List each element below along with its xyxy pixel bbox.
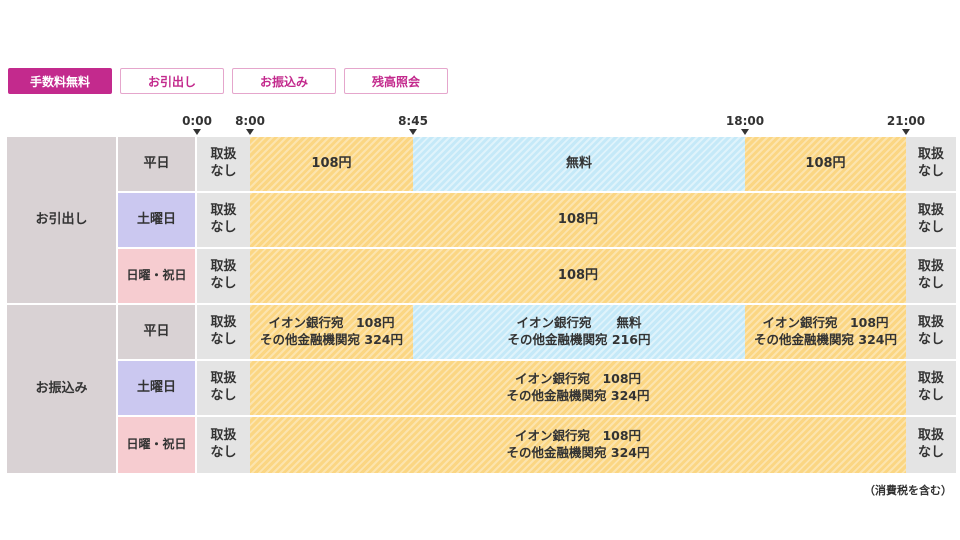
day-weekday-transfer: 平日	[118, 305, 197, 361]
time-marker-0800	[246, 129, 254, 135]
transfer-free-cell: イオン銀行宛 無料 その他金融機関宛 216円	[413, 305, 745, 361]
day-saturday-transfer: 土曜日	[118, 361, 197, 417]
other-fee-line: その他金融機関宛 216円	[507, 332, 651, 347]
fee-cell: 108円	[250, 193, 906, 249]
time-marker-2100	[902, 129, 910, 135]
aeon-fee-line: イオン銀行宛 108円	[762, 315, 889, 331]
fee-table: お引出し お振込み 平日 取扱 なし 108円 無料 108円 取扱 なし 土曜…	[7, 137, 956, 473]
fee-cell: 108円	[745, 137, 906, 193]
time-marker-0845	[409, 129, 417, 135]
free-cell: 無料	[413, 137, 745, 193]
aeon-fee-line: イオン銀行宛 108円	[268, 315, 395, 331]
na-cell: 取扱 なし	[197, 193, 250, 249]
time-label-0845: 8:45	[398, 114, 428, 128]
aeon-fee-line: イオン銀行宛 無料	[516, 315, 642, 331]
tax-note: （消費税を含む）	[864, 484, 952, 497]
na-cell: 取扱 なし	[906, 305, 956, 361]
time-marker-0000	[193, 129, 201, 135]
transfer-fee-cell: イオン銀行宛 108円 その他金融機関宛 324円	[250, 305, 413, 361]
fee-cell: 108円	[250, 137, 413, 193]
other-fee-line: その他金融機関宛 324円	[260, 332, 403, 347]
tab-balance[interactable]: 残高照会	[344, 68, 448, 94]
tab-transfer[interactable]: お振込み	[232, 68, 336, 94]
transfer-fee-cell: イオン銀行宛 108円 その他金融機関宛 324円	[250, 417, 906, 473]
day-holiday-withdraw: 日曜・祝日	[118, 249, 197, 305]
na-cell: 取扱 なし	[197, 137, 250, 193]
na-cell: 取扱 なし	[906, 193, 956, 249]
na-cell: 取扱 なし	[197, 249, 250, 305]
day-weekday-withdraw: 平日	[118, 137, 197, 193]
time-marker-1800	[741, 129, 749, 135]
na-cell: 取扱 なし	[906, 361, 956, 417]
na-cell: 取扱 なし	[906, 249, 956, 305]
na-cell: 取扱 なし	[906, 417, 956, 473]
na-cell: 取扱 なし	[906, 137, 956, 193]
na-cell: 取扱 なし	[197, 361, 250, 417]
time-label-0000: 0:00	[182, 114, 212, 128]
time-axis: 0:00 8:00 8:45 18:00 21:00	[0, 114, 960, 136]
tab-bar: 手数料無料 お引出し お振込み 残高照会	[8, 68, 456, 94]
day-saturday-withdraw: 土曜日	[118, 193, 197, 249]
fee-cell: 108円	[250, 249, 906, 305]
other-fee-line: その他金融機関宛 324円	[754, 332, 897, 347]
time-label-2100: 21:00	[886, 114, 926, 128]
transfer-fee-cell: イオン銀行宛 108円 その他金融機関宛 324円	[250, 361, 906, 417]
aeon-fee-line: イオン銀行宛 108円	[514, 428, 642, 444]
tab-fee-free[interactable]: 手数料無料	[8, 68, 112, 94]
other-fee-line: その他金融機関宛 324円	[506, 445, 650, 460]
time-label-0800: 8:00	[235, 114, 265, 128]
category-transfer: お振込み	[7, 305, 118, 473]
na-cell: 取扱 なし	[197, 305, 250, 361]
transfer-fee-cell: イオン銀行宛 108円 その他金融機関宛 324円	[745, 305, 906, 361]
category-withdraw: お引出し	[7, 137, 118, 305]
aeon-fee-line: イオン銀行宛 108円	[514, 371, 642, 387]
tab-withdraw[interactable]: お引出し	[120, 68, 224, 94]
na-cell: 取扱 なし	[197, 417, 250, 473]
time-label-1800: 18:00	[725, 114, 765, 128]
day-holiday-transfer: 日曜・祝日	[118, 417, 197, 473]
other-fee-line: その他金融機関宛 324円	[506, 388, 650, 403]
